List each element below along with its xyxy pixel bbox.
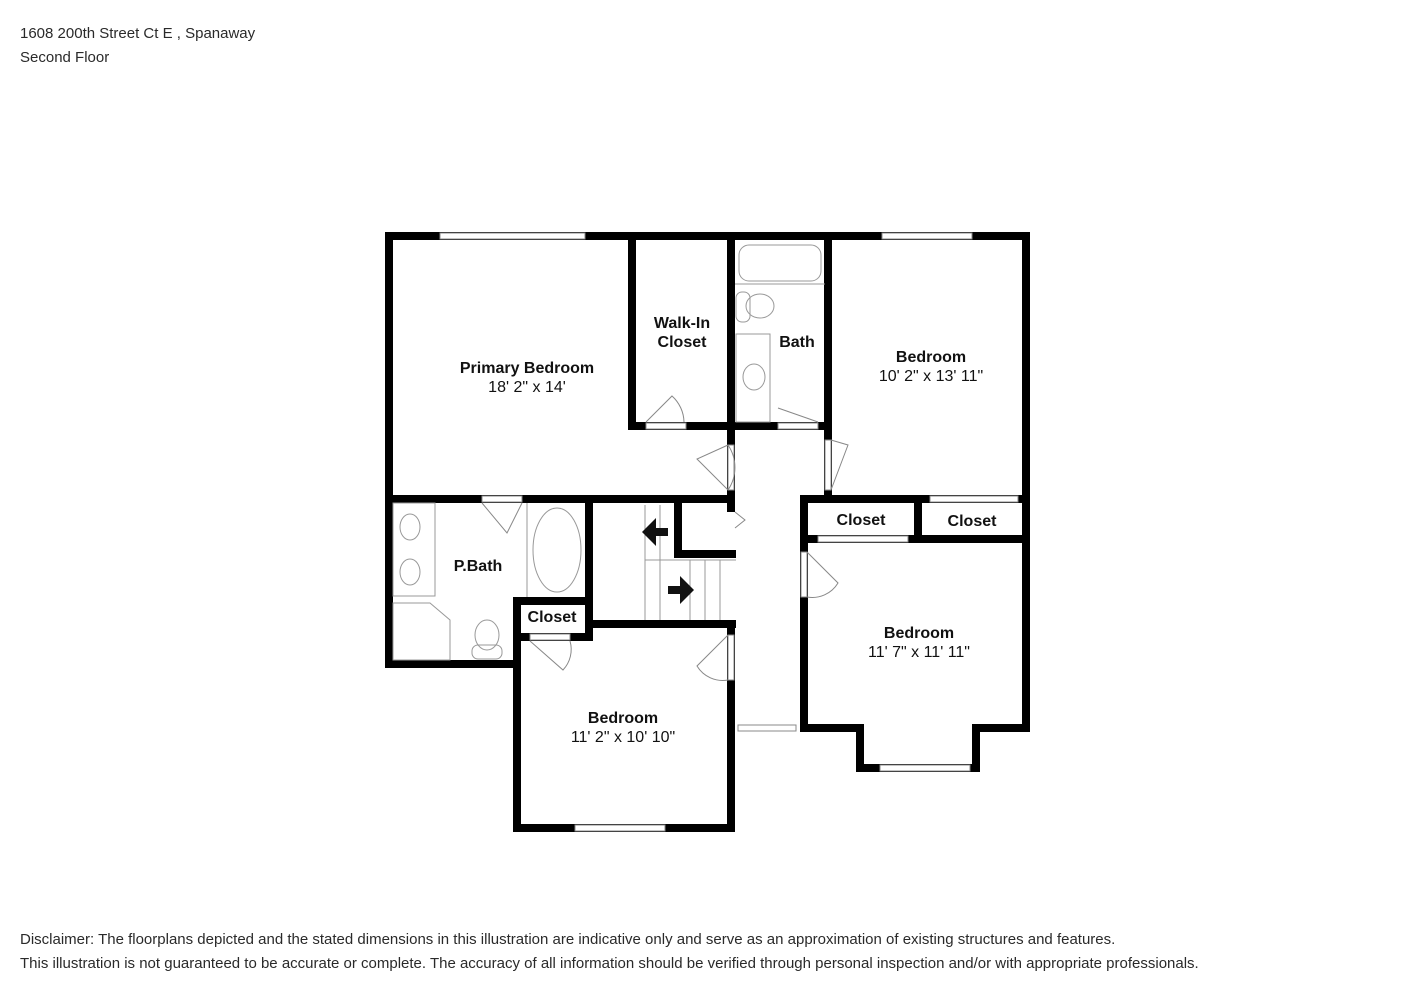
sink-icon xyxy=(742,363,766,391)
room-walk-in-closet: Walk-In Closet xyxy=(653,315,711,351)
stairs xyxy=(644,505,736,620)
toilet-icon xyxy=(735,291,751,323)
room-closet-1: Closet xyxy=(836,512,886,529)
room-bath: Bath xyxy=(779,334,815,351)
bathtub-icon xyxy=(738,244,822,282)
windows xyxy=(439,232,1019,832)
bathtub-oval-icon xyxy=(532,507,582,593)
room-closet-2: Closet xyxy=(947,513,997,530)
room-primary-bedroom: Primary Bedroom 18' 2" x 14' xyxy=(459,360,595,396)
fixtures xyxy=(392,244,825,661)
room-p-bath: P.Bath xyxy=(453,558,503,575)
room-bedroom-se: Bedroom 11' 7" x 11' 11" xyxy=(868,625,970,661)
room-bedroom-sw: Bedroom 11' 2" x 10' 10" xyxy=(570,710,676,746)
toilet-icon xyxy=(474,619,500,651)
stair-arrows xyxy=(642,518,694,604)
arrow-right-icon xyxy=(668,576,694,604)
disclaimer-line-1: Disclaimer: The floorplans depicted and … xyxy=(20,931,1116,948)
door-swings xyxy=(481,395,849,681)
shower-icon xyxy=(392,602,451,661)
floor-name: Second Floor xyxy=(20,49,110,66)
room-bedroom-ne: Bedroom 10' 2" x 13' 11" xyxy=(878,349,984,385)
plan-header: 1608 200th Street Ct E , Spanaway Second… xyxy=(20,22,255,70)
room-closet-small: Closet xyxy=(527,609,577,626)
disclaimer-line-2: This illustration is not guaranteed to b… xyxy=(20,955,1199,972)
arrow-left-icon xyxy=(642,518,668,546)
disclaimer: Disclaimer: The floorplans depicted and … xyxy=(20,928,1199,976)
address-text: 1608 200th Street Ct E , Spanaway xyxy=(20,25,256,42)
